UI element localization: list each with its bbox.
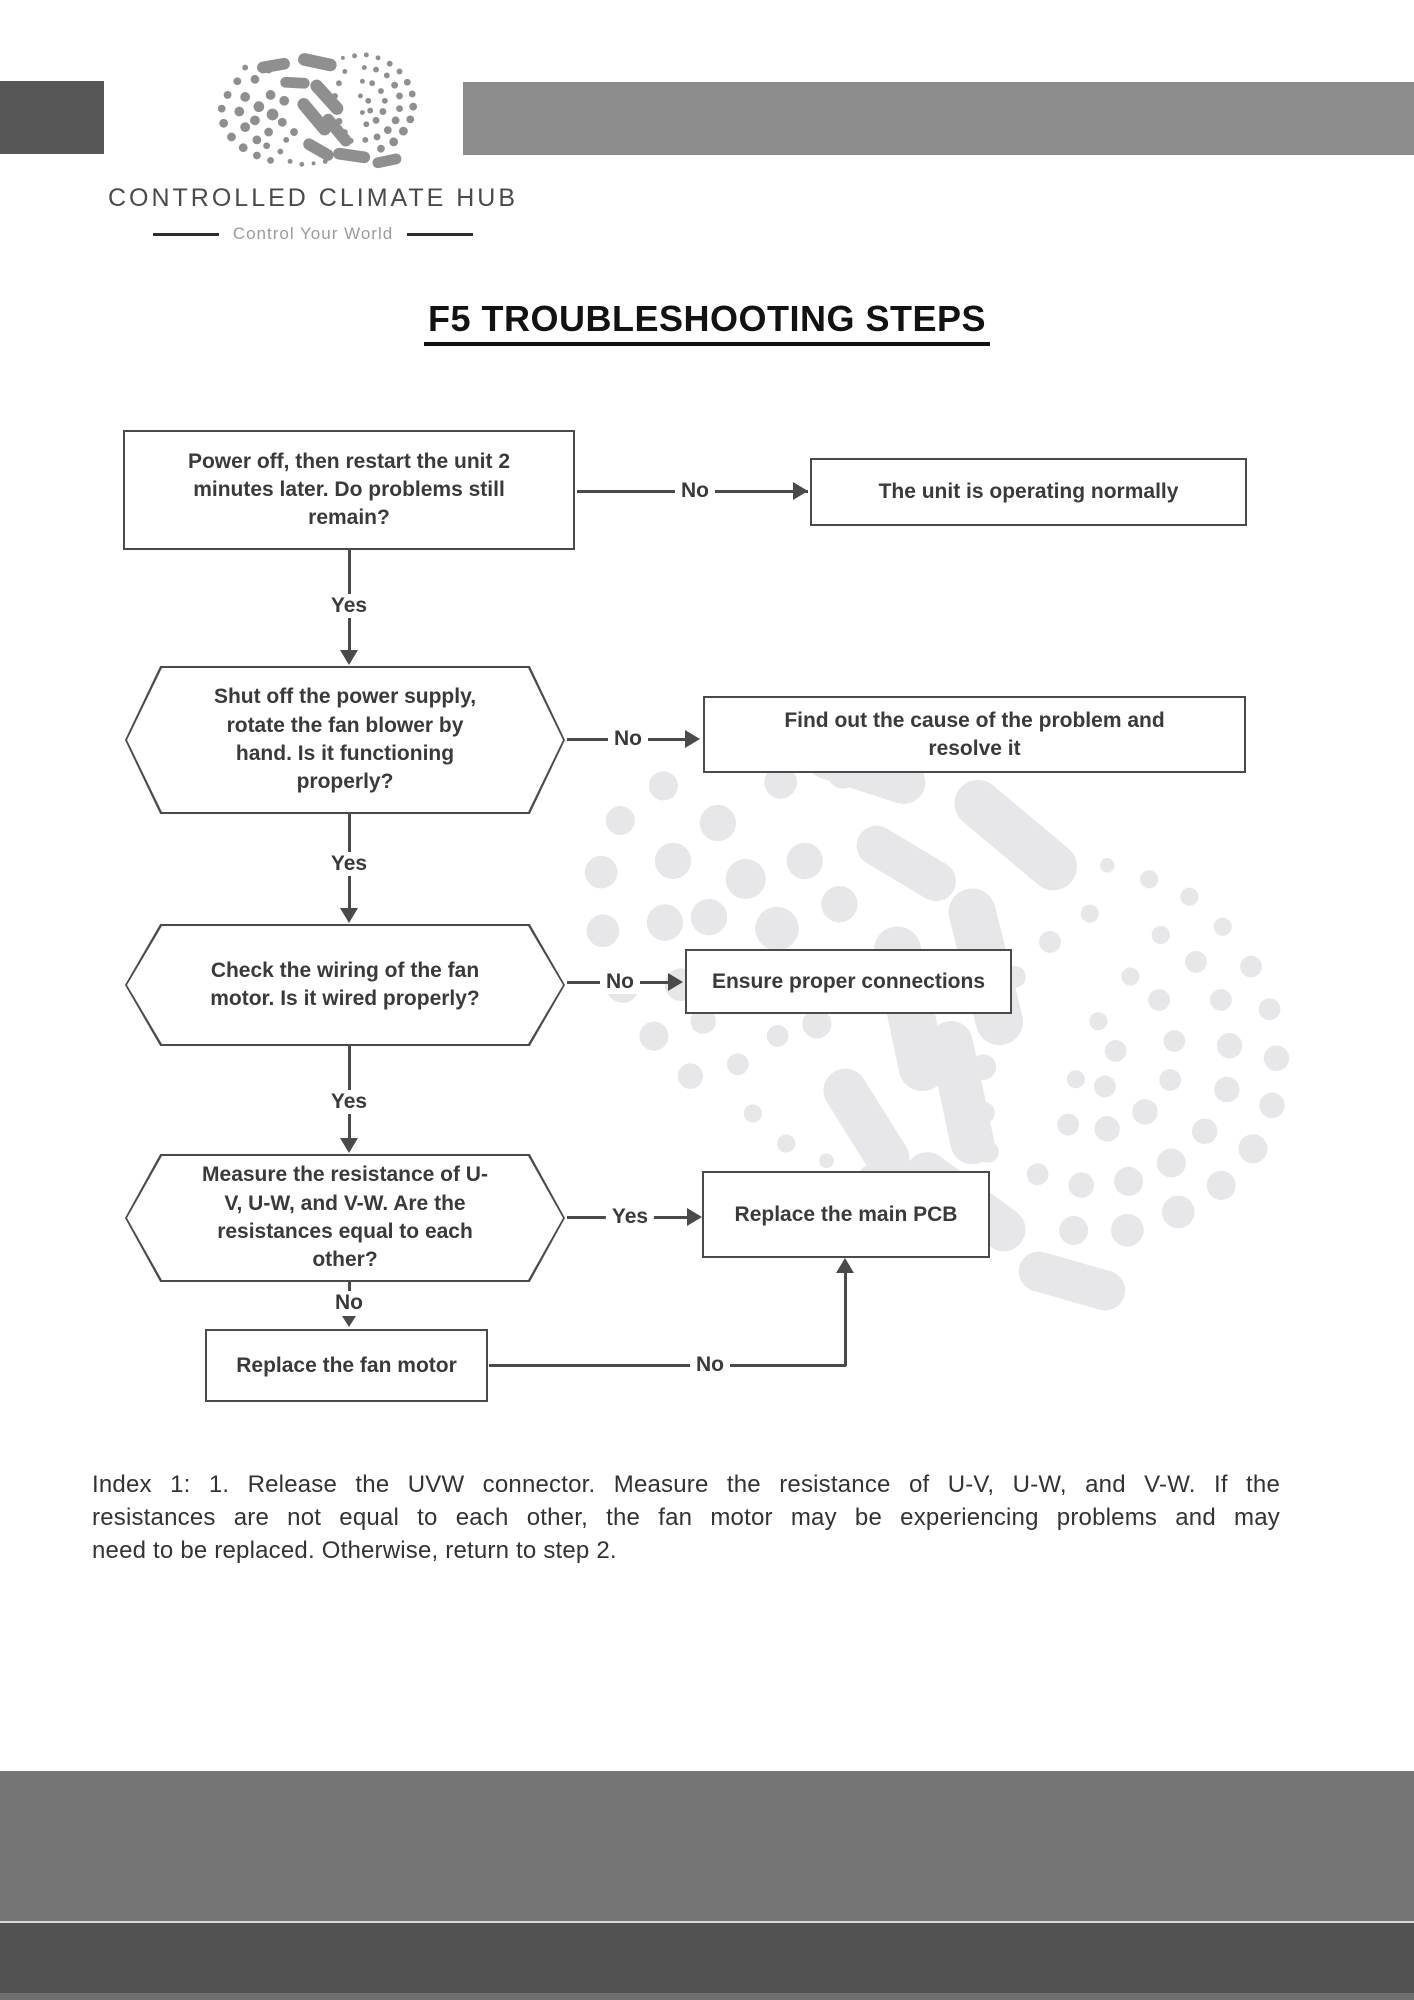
arrowhead-up-icon [836, 1258, 854, 1273]
flow-node-replace-pcb: Replace the main PCB [702, 1171, 990, 1258]
node-line: rotate the fan blower by [226, 713, 464, 737]
flow-node-resistance-question: Measure the resistance of U- V, U-W, and… [125, 1154, 565, 1282]
arrowhead-right-icon [685, 730, 700, 748]
edge-label-no: No [329, 1291, 369, 1315]
page-title: F5 TROUBLESHOOTING STEPS [423, 298, 991, 346]
brand-name: CONTROLLED CLIMATE HUB [107, 184, 519, 212]
flow-node-ensure-connections: Ensure proper connections [685, 949, 1012, 1014]
connector-t5-no-horizontal [489, 1364, 846, 1367]
flow-node-operating-normally: The unit is operating normally [810, 458, 1247, 526]
node-line: minutes later. Do problems still [193, 478, 505, 502]
node-line: resolve it [928, 736, 1021, 760]
flow-node-replace-fan-motor: Replace the fan motor [205, 1329, 488, 1402]
flow-node-wiring-question: Check the wiring of the fan motor. Is it… [125, 924, 565, 1046]
brand-logo-icon [217, 52, 418, 169]
flow-node-restart-question: Power off, then restart the unit 2 minut… [123, 430, 575, 550]
arrowhead-down-icon [340, 1138, 358, 1153]
footer-band-dark-gray [0, 1923, 1414, 1993]
arrowhead-down-icon [342, 1316, 356, 1327]
node-line: Measure the resistance of U- [202, 1163, 488, 1187]
edge-label-no: No [690, 1353, 730, 1377]
node-line: resistances equal to each [217, 1220, 473, 1243]
title-wrap: F5 TROUBLESHOOTING STEPS [0, 298, 1414, 346]
node-line: V, U-W, and V-W. Are the [224, 1191, 466, 1215]
footnote-line: resistances are not equal to each other,… [92, 1504, 1280, 1531]
connector-t5-no-vertical [844, 1272, 847, 1366]
node-line: Find out the cause of the problem and [784, 708, 1165, 732]
edge-label-yes: Yes [324, 594, 374, 618]
arrowhead-down-icon [340, 650, 358, 665]
footer-band-separator [0, 1921, 1414, 1923]
footer-band-mid-gray [0, 1771, 1414, 1921]
node-line: remain? [308, 505, 390, 529]
arrowhead-right-icon [793, 482, 808, 500]
header-left-block [0, 81, 104, 154]
node-line: Power off, then restart the unit 2 [187, 450, 511, 474]
flow-node-fan-blower-question: Shut off the power supply, rotate the fa… [125, 666, 565, 814]
arrowhead-right-icon [687, 1208, 702, 1226]
header-right-bar [463, 82, 1414, 155]
footer-bottom-strip [0, 1993, 1414, 2000]
node-line: The unit is operating normally [878, 480, 1179, 504]
brand-tagline: Control Your World [232, 224, 394, 243]
tagline-right-line [407, 232, 474, 236]
node-line: Replace the fan motor [236, 1353, 457, 1377]
node-line: properly? [296, 770, 394, 794]
node-line: hand. Is it functioning [235, 742, 455, 765]
footnote-line: need to be replaced. Otherwise, return t… [92, 1537, 617, 1564]
index-footnote: Index 1: 1. Release the UVW connector. M… [92, 1468, 1280, 1567]
tagline-left-line [152, 232, 219, 236]
node-line: Check the wiring of the fan [210, 958, 480, 982]
edge-label-no: No [608, 727, 648, 751]
node-line: other? [312, 1248, 378, 1272]
footnote-line: Index 1: 1. Release the UVW connector. M… [92, 1471, 1280, 1498]
arrowhead-down-icon [340, 908, 358, 923]
edge-label-no: No [600, 970, 640, 994]
arrowhead-right-icon [668, 973, 683, 991]
node-line: Shut off the power supply, [213, 685, 477, 709]
edge-label-yes: Yes [605, 1205, 655, 1229]
node-line: Ensure proper connections [711, 969, 986, 993]
edge-label-no: No [675, 479, 715, 503]
edge-label-yes: Yes [324, 1090, 374, 1114]
node-line: Replace the main PCB [734, 1202, 958, 1226]
connector-q4-no [348, 1282, 351, 1296]
node-line: motor. Is it wired properly? [210, 987, 480, 1010]
edge-label-yes: Yes [324, 852, 374, 876]
brand-tagline-row: Control Your World [93, 224, 533, 244]
flow-node-find-cause: Find out the cause of the problem and re… [703, 696, 1246, 773]
